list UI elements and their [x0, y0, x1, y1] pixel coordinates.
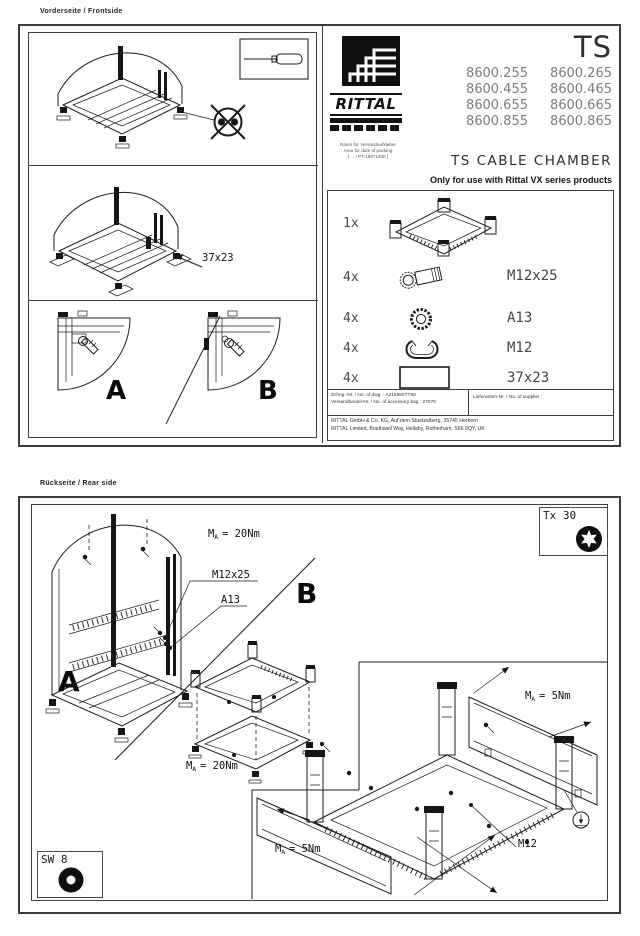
- rittal-logo-mark: [342, 36, 400, 86]
- rear-assembly-drawing: [45, 514, 607, 899]
- washer-part-icon: [410, 308, 432, 330]
- model-number: 8600.255: [465, 66, 528, 81]
- detail-a-drawing: [57, 310, 131, 391]
- part-label: A13: [507, 310, 533, 326]
- clip-part-icon: [405, 340, 439, 359]
- logo-segmented-bar: [330, 124, 402, 131]
- do-not-use-icon: [181, 104, 246, 140]
- front-37x23-callout: 37x23: [202, 252, 234, 264]
- part-qty: 4x: [343, 341, 359, 356]
- earthing-icon: [563, 789, 590, 829]
- model-number: 8600.465: [549, 82, 612, 97]
- logo-footnote: Raum für Versandaufkleber Area for date …: [340, 142, 396, 159]
- front-column-divider: [322, 24, 323, 443]
- torx-bit-icon: [576, 526, 602, 552]
- m12x25-callout: M12x25: [212, 569, 250, 581]
- rear-step-b-label: B: [296, 577, 318, 610]
- torx-tool-box: Tx 30: [539, 507, 608, 556]
- model-number: 8600.265: [549, 66, 612, 81]
- hex-tool-label: SW 8: [41, 853, 68, 866]
- screwdriver-icon: [239, 38, 309, 80]
- manufacturer-address: RITTAL GmbH & Co. KG, Auf dem Stuetzelbe…: [331, 418, 485, 432]
- part-label: M12: [507, 340, 533, 356]
- rear-section-label: Rückseite / Rear side: [40, 480, 117, 487]
- rear-step-a-label: A: [58, 665, 80, 698]
- supplier-cell: Lieferanten-Nr. / No. of supplier :: [473, 395, 543, 400]
- front-step3-drawing: [57, 310, 281, 425]
- torx-tool-label: Tx 30: [543, 509, 577, 522]
- model-number: 8600.855: [465, 114, 528, 129]
- model-number: 8600.655: [465, 98, 528, 113]
- torque-20nm-annotation-a: MA= 20Nm: [208, 528, 260, 541]
- part-qty: 4x: [343, 311, 359, 326]
- model-number: 8600.455: [465, 82, 528, 97]
- hex-socket-icon: [58, 867, 84, 893]
- m12-callout: M12: [518, 838, 537, 850]
- part-qty: 4x: [343, 371, 359, 386]
- part-label: M12x25: [507, 268, 558, 284]
- series-title: TS: [573, 30, 612, 64]
- torque-5nm-annotation-top: MA= 5Nm: [525, 690, 571, 703]
- model-number: 8600.665: [549, 98, 612, 113]
- detail-b-drawing: [204, 310, 281, 391]
- logo-bar: [330, 118, 402, 123]
- part-label: 37x23: [507, 370, 550, 386]
- plate-part-icon: [399, 366, 450, 389]
- front-step1-drawing: [56, 38, 309, 149]
- screw-part-icon: [399, 266, 443, 289]
- chamber-frame-part-icon: [389, 198, 497, 257]
- drawing-number-cell: Zchng.-Nr. / No. of dwg. : A215960TT80 V…: [331, 393, 436, 405]
- a13-callout: A13: [221, 594, 240, 606]
- rear-exploded-drawing: [256, 666, 598, 896]
- model-number: 8600.865: [549, 114, 612, 129]
- rear-cabinet-a-drawing: [45, 514, 193, 743]
- model-number-list: 8600.255 8600.265 8600.455 8600.465 8600…: [452, 66, 612, 129]
- front-drawings-panel: [28, 32, 317, 438]
- front-section-label: Vorderseite / Frontside: [40, 8, 123, 15]
- part-qty: 4x: [343, 270, 359, 285]
- part-qty: 1x: [343, 216, 359, 231]
- front-detail-a-label: A: [106, 376, 127, 406]
- rittal-logo: RITTAL: [330, 36, 402, 131]
- footer-cell-divider: [468, 389, 469, 415]
- product-title: TS CABLE CHAMBER: [450, 153, 612, 169]
- footer-row-divider: [327, 415, 613, 416]
- parts-list-box: [327, 190, 614, 391]
- front-divider-1: [28, 165, 318, 166]
- torque-20nm-annotation-b: MA= 20Nm: [186, 760, 238, 773]
- rittal-wordmark: RITTAL: [330, 93, 402, 116]
- product-subtitle: Only for use with Rittal VX series produ…: [429, 175, 612, 185]
- torque-5nm-annotation-bottom: MA= 5Nm: [275, 843, 321, 856]
- front-divider-2: [28, 300, 318, 301]
- front-step2-drawing: [49, 187, 203, 297]
- hex-tool-box: SW 8: [37, 851, 103, 898]
- front-detail-b-label: B: [258, 376, 278, 406]
